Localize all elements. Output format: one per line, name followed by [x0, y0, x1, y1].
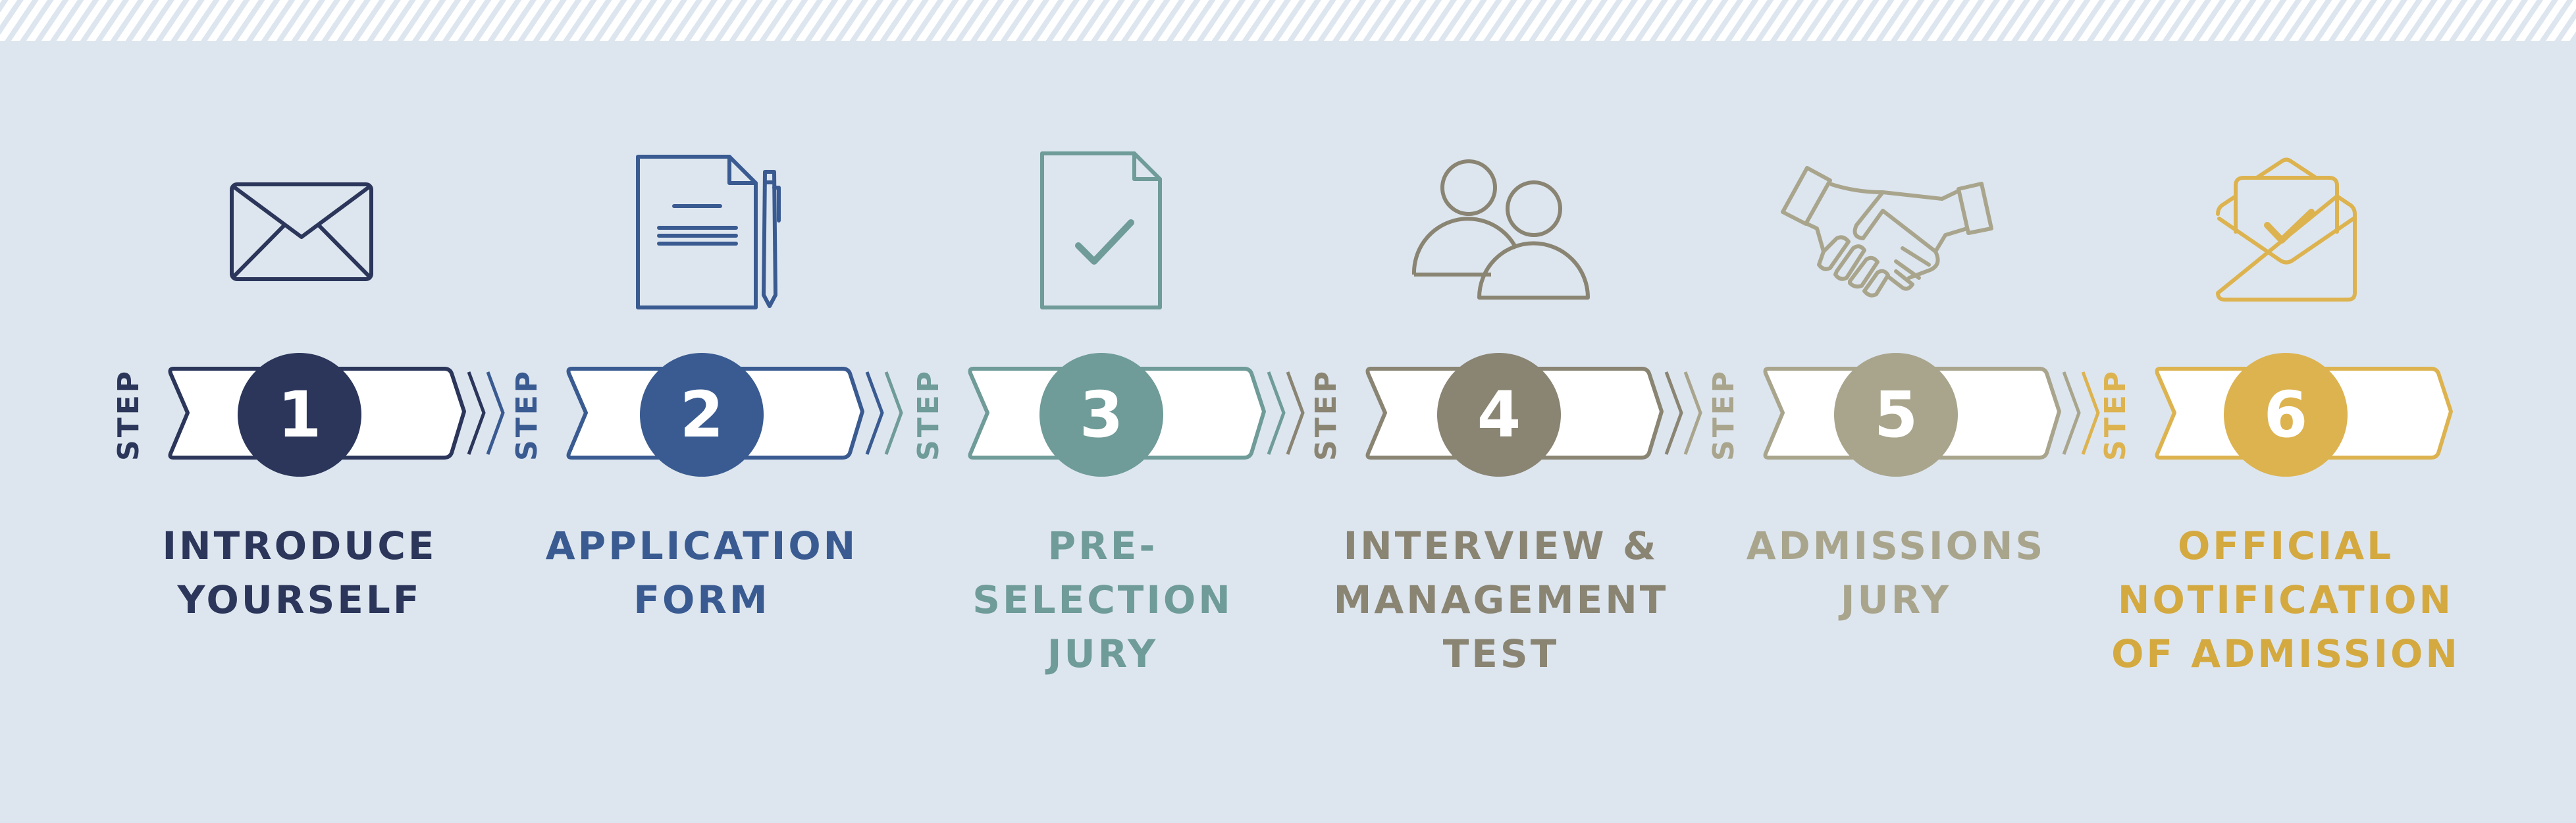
step-title: ADMISSIONS JURY	[1746, 523, 2046, 622]
step-number-badge: 6	[2224, 353, 2348, 477]
step-number-badge: 5	[1834, 353, 1958, 477]
step-6: STEP 6 OFFICIAL NOTIFICATION OF ADMISSIO…	[2099, 0, 2553, 823]
step-title: PRE-SELECTION JURY	[972, 523, 1233, 676]
step-3: STEP 3 PRE-SELECTION JURY	[912, 0, 1366, 823]
document-check-icon	[1040, 151, 1162, 309]
step-number-badge: 4	[1437, 353, 1561, 477]
step-title: OFFICIAL NOTIFICATION OF ADMISSION	[2111, 523, 2460, 676]
step-1: STEP 1 INTRODUCE YOURSELF	[112, 0, 566, 823]
step-title: APPLICATION FORM	[545, 523, 858, 622]
step-label: STEP	[510, 368, 544, 461]
step-number-badge: 2	[640, 353, 764, 477]
striped-header-band	[0, 0, 2576, 41]
step-number-badge: 3	[1039, 353, 1163, 477]
step-label: STEP	[1309, 368, 1343, 461]
step-number-badge: 1	[238, 353, 361, 477]
open-envelope-check-icon	[2216, 157, 2357, 302]
step-title: INTRODUCE YOURSELF	[162, 523, 437, 622]
step-label: STEP	[112, 368, 145, 461]
step-5: STEP 5 ADMISSIONS JURY	[1707, 0, 2161, 823]
envelope-icon	[230, 182, 373, 281]
step-2: STEP 2 APPLICATION FORM	[510, 0, 964, 823]
step-4: STEP 4 INTERVIEW & MANAGEMENT TEST	[1309, 0, 1764, 823]
people-icon	[1411, 159, 1590, 300]
handshake-icon	[1781, 166, 2001, 300]
step-label: STEP	[2099, 368, 2132, 461]
step-label: STEP	[1707, 368, 1741, 461]
application-form-icon	[636, 155, 782, 309]
step-label: STEP	[912, 368, 945, 461]
step-title: INTERVIEW & MANAGEMENT TEST	[1333, 523, 1669, 676]
